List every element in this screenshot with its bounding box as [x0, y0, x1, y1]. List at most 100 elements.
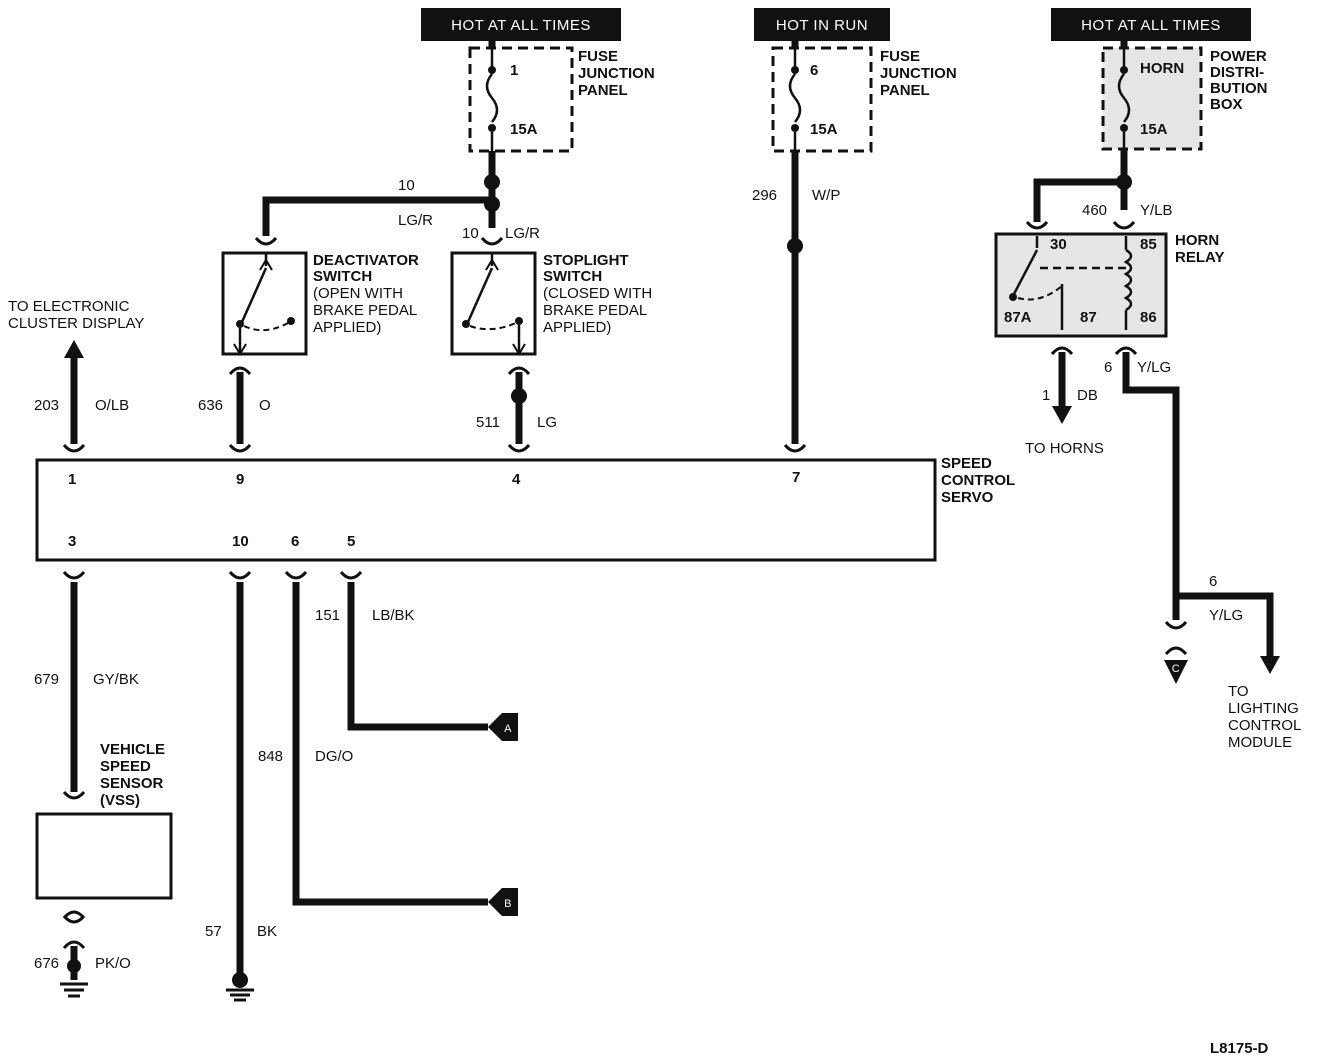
figure-id: L8175-D	[1210, 1040, 1269, 1057]
wire-color: Y/LB	[1140, 202, 1173, 219]
fuse-1: 1 15A FUSE JUNCTION PANEL	[468, 41, 655, 153]
wire-511-lg: 511 LG	[476, 366, 557, 453]
destination-label: LIGHTING	[1228, 700, 1299, 717]
wire-color: W/P	[812, 187, 840, 204]
wire-number: 10	[398, 177, 415, 194]
wire-296-w-p: 296 W/P	[752, 151, 840, 453]
wire-color: LG	[537, 414, 557, 431]
wire-number: 848	[258, 748, 283, 765]
fuse-label: PANEL	[578, 82, 628, 99]
header-text: HOT AT ALL TIMES	[451, 17, 591, 34]
wire-number: 6	[1104, 359, 1112, 376]
wire-color: LG/R	[505, 225, 540, 242]
header-text: HOT IN RUN	[776, 17, 868, 34]
vss-label: SENSOR	[100, 775, 164, 792]
horn-relay: 30 85 87A 87 86 HORN RELAY	[994, 232, 1224, 338]
relay-pin: 86	[1140, 309, 1157, 326]
destination-label: TO ELECTRONIC	[8, 298, 130, 315]
relay-pin: 85	[1140, 236, 1157, 253]
servo-pin: 7	[792, 469, 800, 486]
fuse-label: FUSE	[880, 48, 920, 65]
switch-label: STOPLIGHT	[543, 252, 629, 269]
servo-pin: 3	[68, 533, 76, 550]
connector-c-label: C	[1172, 663, 1180, 675]
servo-pin: 4	[512, 471, 521, 488]
wire-number: 676	[34, 955, 59, 972]
servo-label: SPEED	[941, 455, 992, 472]
switch-label: APPLIED)	[543, 319, 611, 336]
wire-color: DG/O	[315, 748, 353, 765]
switch-label: BRAKE PEDAL	[313, 302, 417, 319]
wire-color: LB/BK	[372, 607, 415, 624]
wire-6-y-lg: C 6 Y/LG 6 Y/LG TO LIGHTING CONTROL MODU…	[1104, 346, 1301, 751]
switch-label: SWITCH	[543, 268, 602, 285]
fuse-label: JUNCTION	[880, 65, 957, 82]
wire-color: Y/LG	[1209, 607, 1243, 624]
header-hot-at-all-times-left: HOT AT ALL TIMES	[421, 8, 621, 41]
connector-b-label: B	[504, 898, 512, 910]
wire-number: 636	[198, 397, 223, 414]
destination-label: MODULE	[1228, 734, 1292, 751]
destination-label: CONTROL	[1228, 717, 1301, 734]
servo-pin: 1	[68, 471, 76, 488]
relay-label: RELAY	[1175, 249, 1224, 266]
fuse-label: BUTION	[1210, 80, 1268, 97]
vss-label: VEHICLE	[100, 741, 165, 758]
switch-label: BRAKE PEDAL	[543, 302, 647, 319]
wire-number: 203	[34, 397, 59, 414]
servo-pin: 10	[232, 533, 249, 550]
servo-pin: 6	[291, 533, 299, 550]
servo-pin: 5	[347, 533, 355, 550]
fuse-label: FUSE	[578, 48, 618, 65]
wire-number: 460	[1082, 202, 1107, 219]
fuse-number: 1	[510, 62, 518, 79]
wire-57-bk: 57 BK	[205, 570, 277, 1002]
fuse-rating: 15A	[1140, 121, 1168, 138]
wire-460-y-lb: 460 Y/LB	[1025, 149, 1173, 230]
wire-color: GY/BK	[93, 671, 139, 688]
relay-label: HORN	[1175, 232, 1219, 249]
fuse-number: HORN	[1140, 60, 1184, 77]
switch-label: SWITCH	[313, 268, 372, 285]
wire-color: LG/R	[398, 212, 433, 229]
servo-label: SERVO	[941, 489, 994, 506]
wire-number: 1	[1042, 387, 1050, 404]
header-hot-in-run: HOT IN RUN	[754, 8, 890, 41]
connector-a-label: A	[504, 723, 512, 735]
wire-number: 10	[462, 225, 479, 242]
fuse-label: JUNCTION	[578, 65, 655, 82]
destination-label: TO HORNS	[1025, 440, 1104, 457]
wire-color: O	[259, 397, 271, 414]
wire-color: DB	[1077, 387, 1098, 404]
fuse-label: POWER	[1210, 48, 1267, 65]
wire-color: Y/LG	[1137, 359, 1171, 376]
wire-color: O/LB	[95, 397, 129, 414]
fuse-label: DISTRI-	[1210, 64, 1264, 81]
wire-10-lg-r: 10 LG/R 10 LG/R	[254, 151, 540, 246]
servo-pin: 9	[236, 471, 244, 488]
deactivator-switch: DEACTIVATOR SWITCH (OPEN WITH BRAKE PEDA…	[221, 251, 419, 356]
wire-number: 6	[1209, 573, 1217, 590]
wire-number: 57	[205, 923, 222, 940]
header-hot-at-all-times-right: HOT AT ALL TIMES	[1051, 8, 1251, 41]
switch-label: APPLIED)	[313, 319, 381, 336]
destination-label: CLUSTER DISPLAY	[8, 315, 144, 332]
wire-number: 296	[752, 187, 777, 204]
vehicle-speed-sensor: VEHICLE SPEED SENSOR (VSS)	[35, 741, 173, 900]
wire-1-db: 1 DB TO HORNS	[1025, 346, 1104, 457]
header-text: HOT AT ALL TIMES	[1081, 17, 1221, 34]
relay-pin: 87	[1080, 309, 1097, 326]
wire-number: 151	[315, 607, 340, 624]
switch-label: (CLOSED WITH	[543, 285, 652, 302]
wire-676-pk-o: 676 PK/O	[34, 910, 131, 998]
wire-color: PK/O	[95, 955, 131, 972]
wire-color: BK	[257, 923, 277, 940]
relay-pin: 87A	[1004, 309, 1032, 326]
fuse-label: PANEL	[880, 82, 930, 99]
switch-label: DEACTIVATOR	[313, 252, 419, 269]
wire-679-gy-bk: 679 GY/BK	[34, 570, 139, 800]
fuse-rating: 15A	[510, 121, 538, 138]
vss-label: (VSS)	[100, 792, 140, 809]
stoplight-switch: STOPLIGHT SWITCH (CLOSED WITH BRAKE PEDA…	[450, 251, 652, 356]
